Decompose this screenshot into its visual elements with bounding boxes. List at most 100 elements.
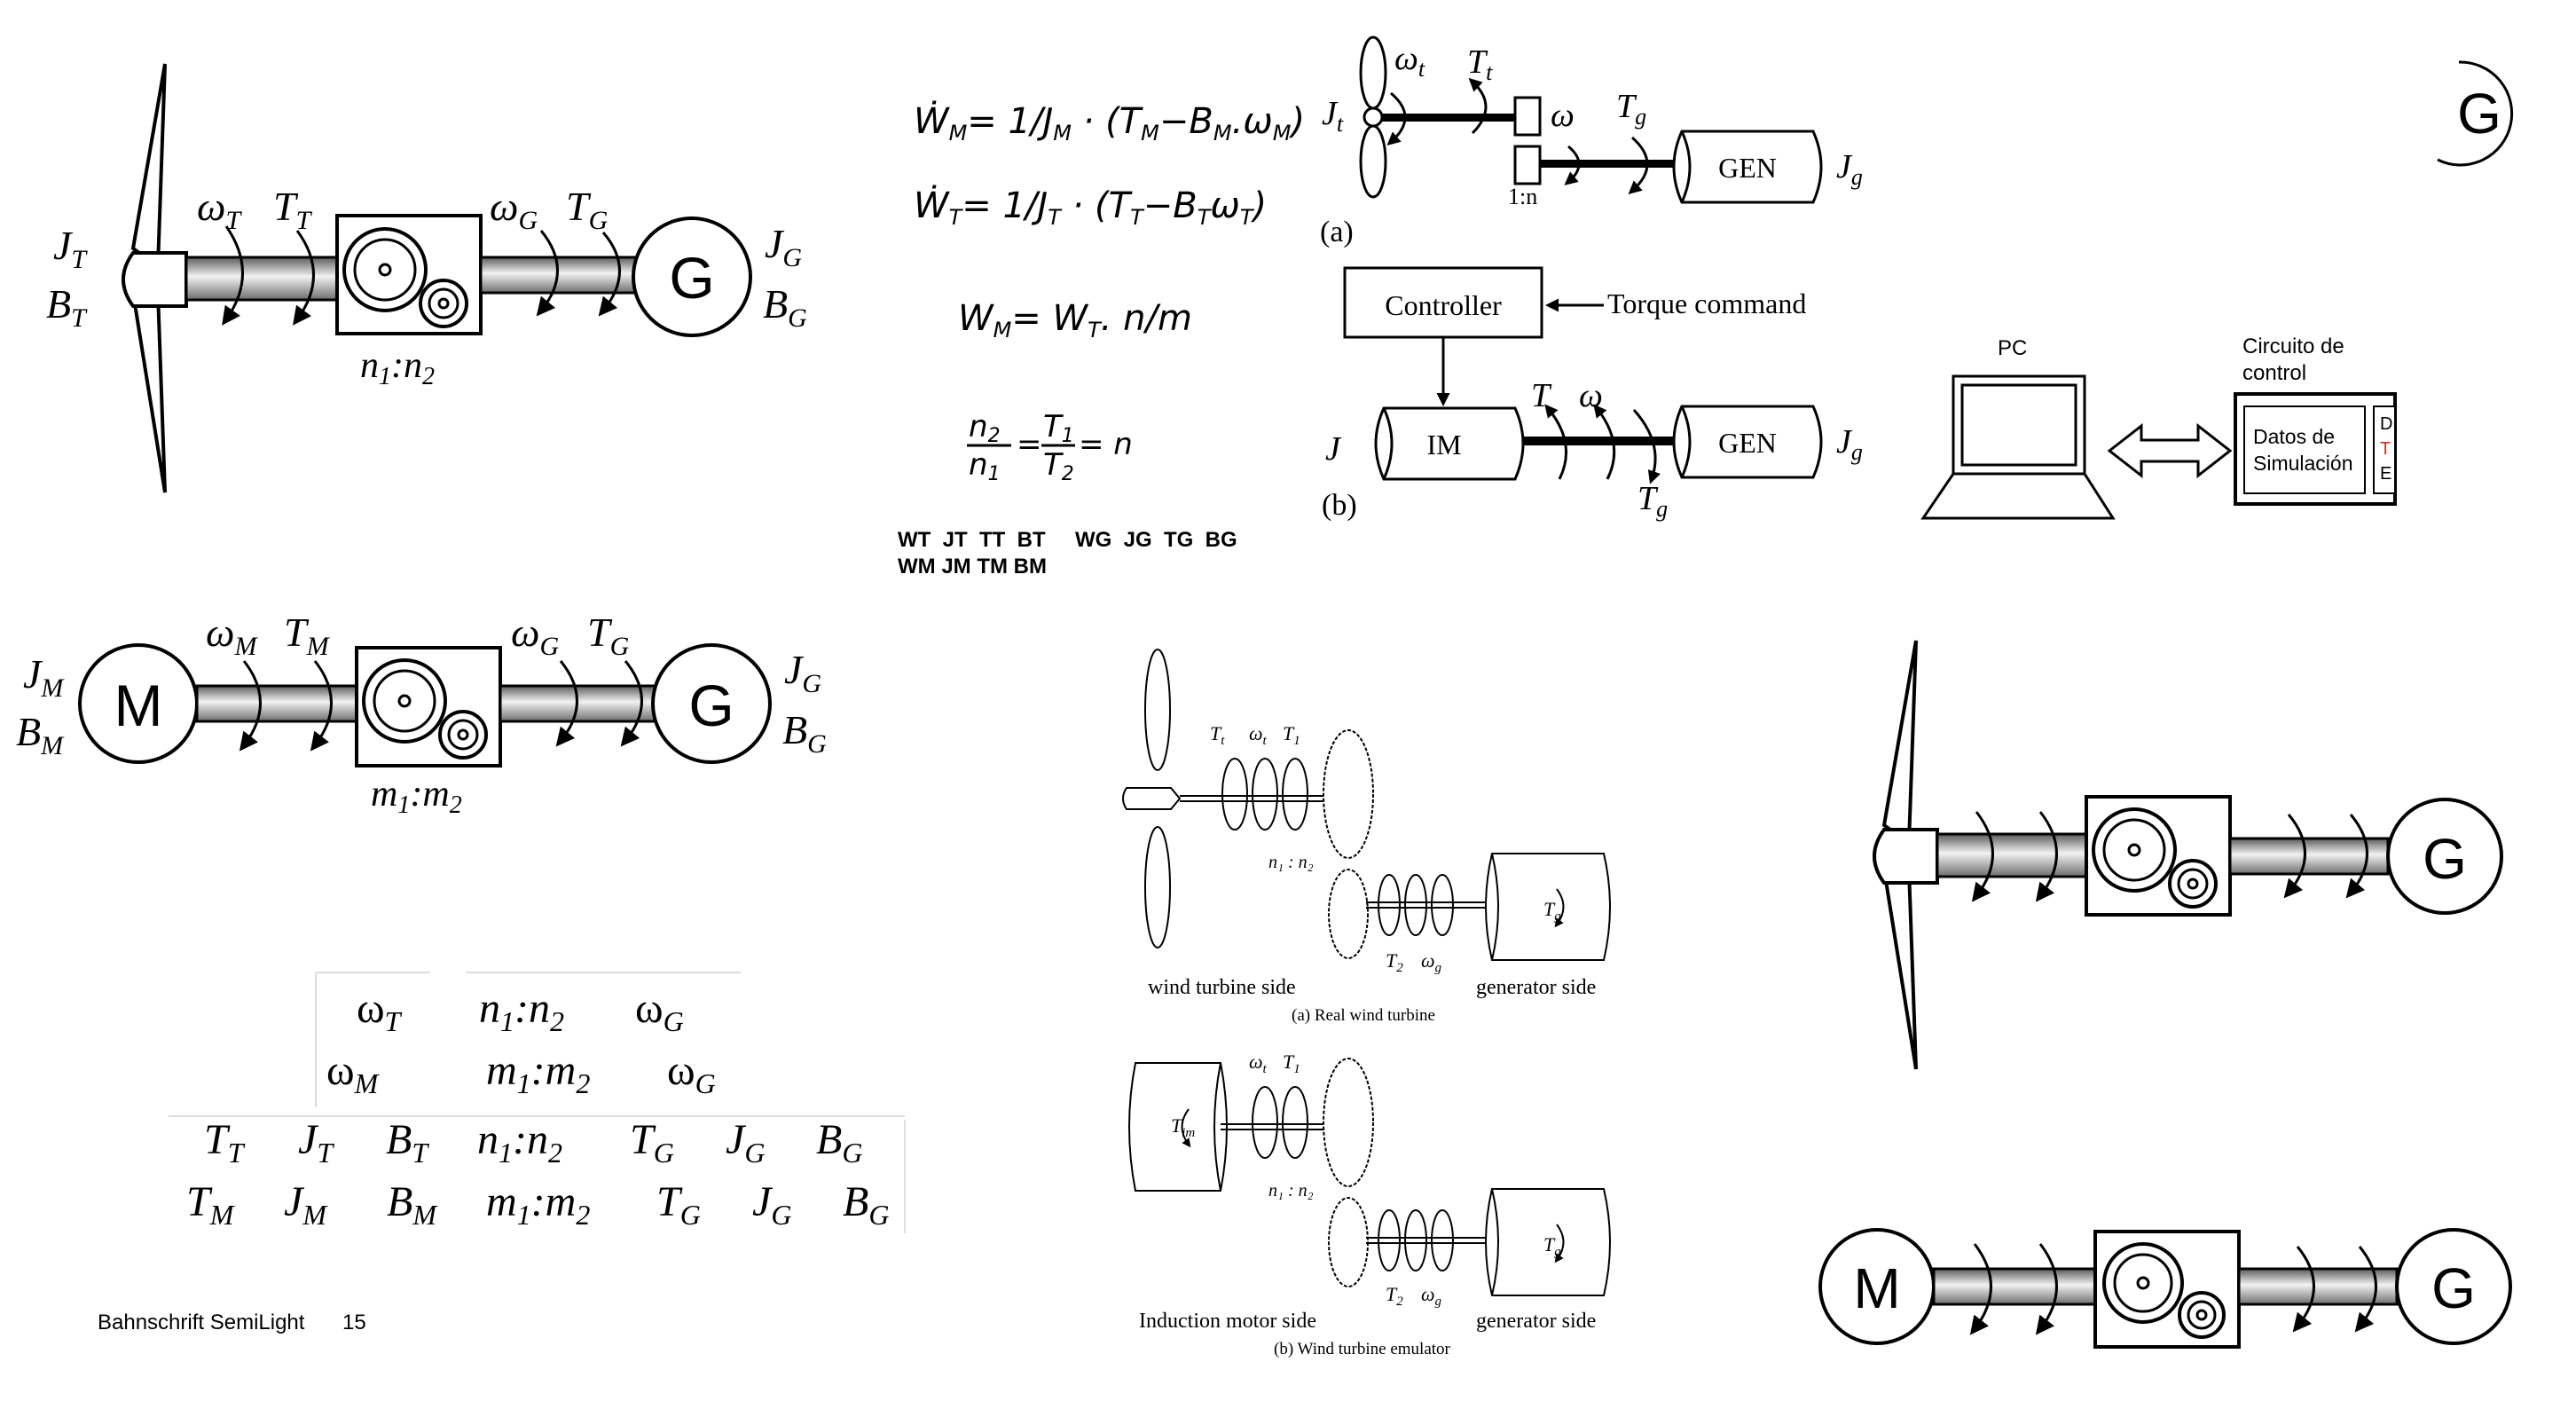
svg-text:JT: JT [53, 223, 88, 274]
right-motor-diagram: M G [1820, 1230, 2510, 1347]
svg-text:JG: JG [726, 1116, 765, 1169]
svg-text:GEN: GEN [1718, 427, 1777, 459]
svg-text:n1:n2: n1:n2 [479, 985, 564, 1037]
svg-text:BT: BT [46, 281, 88, 333]
svg-text:Jt: Jt [1322, 95, 1344, 137]
svg-text:D: D [2380, 414, 2392, 434]
gear-ratio-label: n1:n2 [360, 345, 435, 390]
svg-text:JG: JG [784, 647, 821, 698]
emulator-schematic-b: Controller Torque command IM GEN J T ω J… [1322, 268, 1863, 522]
svg-text:G: G [2457, 82, 2501, 146]
svg-text:ẆT= 1/JT · (TT−BTωT): ẆT= 1/JT · (TT−BTωT) [914, 184, 1267, 230]
svg-text:G: G [2431, 1256, 2476, 1320]
svg-text:n1: n1 [969, 447, 1001, 485]
svg-text:TG: TG [587, 610, 630, 661]
generator-label: G [669, 245, 714, 311]
svg-text:TG: TG [566, 184, 609, 235]
svg-text:Torque command: Torque command [1607, 287, 1806, 319]
gearbox-icon [337, 216, 481, 334]
top-right-generator: G [2438, 62, 2512, 165]
svg-text:ωG: ωG [635, 985, 684, 1037]
svg-text:n1:n2: n1:n2 [477, 1116, 562, 1169]
svg-text:BT: BT [386, 1116, 429, 1169]
wind-emulator-figure-b [1129, 1059, 1610, 1295]
svg-text:T1: T1 [1283, 1051, 1300, 1076]
generator-shaft [481, 257, 639, 293]
pc-block: PC Circuito de control Datos de Simulaci… [1923, 335, 2395, 518]
font-note: Bahnschrift SemiLight [98, 1311, 305, 1334]
svg-text:m1:m2: m1:m2 [486, 1178, 590, 1231]
svg-text:BG: BG [843, 1178, 889, 1231]
svg-text:TM: TM [284, 610, 331, 661]
svg-text:IM: IM [1426, 429, 1461, 460]
turbine-hub-icon [123, 253, 186, 306]
svg-text:n₁ : n₂: n₁ : n₂ [1268, 1181, 1314, 1200]
svg-text:ωg: ωg [1421, 1283, 1442, 1309]
svg-text:(b): (b) [1322, 489, 1357, 522]
motor-diagram: M G JM BM ωM TM ωG TG m1:m2 JG BG [16, 610, 827, 819]
gearbox-icon [2086, 797, 2230, 915]
svg-text:T1: T1 [1283, 722, 1300, 748]
emulator-schematic-a: GEN Jt ωt Tt ω Tg 1:n Jg (a) [1320, 37, 1863, 248]
svg-text:M: M [1853, 1256, 1900, 1320]
svg-text:(b) Wind turbine emulator: (b) Wind turbine emulator [1274, 1340, 1451, 1358]
svg-text:TT: TT [204, 1116, 246, 1169]
svg-text:n2: n2 [969, 409, 1001, 447]
laptop-icon [1923, 376, 2113, 518]
svg-text:ωG: ωG [490, 184, 538, 235]
svg-text:GEN: GEN [1718, 152, 1777, 184]
svg-text:ωG: ωG [511, 610, 559, 661]
svg-text:ωT: ωT [357, 985, 403, 1037]
handwritten-equations: ẆM= 1/JM · (TM−BM.ωM) ẆT= 1/JT · (TT−BTω… [914, 99, 1305, 485]
variable-list-2: WM JM TM BM [898, 555, 1047, 579]
svg-text:Tt: Tt [1467, 43, 1493, 85]
gearbox-icon [357, 648, 500, 766]
svg-text:wind turbine side: wind turbine side [1148, 976, 1296, 999]
bidirectional-arrow-icon [2109, 426, 2230, 476]
svg-text:Simulación: Simulación [2253, 452, 2353, 475]
svg-text:G: G [2423, 827, 2467, 891]
svg-text:ωg: ωg [1421, 949, 1442, 975]
gear-ratio-label: m1:m2 [371, 774, 462, 819]
svg-text:Controller: Controller [1385, 289, 1502, 321]
svg-text:WM= WT. n/m: WM= WT. n/m [958, 298, 1192, 342]
svg-text:= n: = n [1079, 427, 1133, 462]
svg-text:Tg: Tg [1616, 88, 1646, 130]
svg-text:control: control [2242, 361, 2306, 385]
svg-text:BM: BM [387, 1178, 438, 1231]
svg-text:E: E [2380, 464, 2391, 484]
svg-text:Induction motor side: Induction motor side [1139, 1310, 1316, 1333]
svg-text:BG: BG [763, 281, 807, 333]
svg-text:1:n: 1:n [1508, 184, 1537, 209]
turbine-diagram-top: G JT BT ωT TT ωG TG n1:n2 JG BG [46, 64, 807, 492]
svg-text:TM: TM [186, 1178, 236, 1231]
simulation-data-box [2244, 406, 2365, 493]
svg-text:Jg: Jg [1836, 423, 1863, 465]
svg-text:JG: JG [765, 221, 802, 272]
svg-text:BG: BG [816, 1116, 862, 1169]
generator-shaft [500, 686, 658, 721]
svg-text:TG: TG [630, 1116, 674, 1169]
svg-text:T2: T2 [1386, 949, 1403, 975]
svg-text:JT: JT [298, 1116, 334, 1169]
svg-text:generator side: generator side [1476, 1310, 1596, 1333]
blade-icon [1361, 37, 1386, 108]
svg-text:BG: BG [782, 707, 827, 759]
turbine-hub-icon [1874, 830, 1937, 883]
svg-text:T: T [1531, 377, 1552, 414]
generator-label: G [688, 673, 734, 738]
svg-text:Datos de: Datos de [2253, 425, 2335, 448]
svg-text:(a): (a) [1320, 216, 1354, 248]
svg-text:TT: TT [273, 184, 313, 235]
svg-text:ωt: ωt [1249, 1051, 1268, 1076]
svg-text:ω: ω [1579, 377, 1603, 414]
svg-text:generator side: generator side [1476, 976, 1596, 999]
svg-text:ωT: ωT [197, 184, 242, 235]
svg-text:J: J [1325, 430, 1342, 468]
svg-text:ωM: ωM [206, 610, 258, 661]
svg-text:T: T [2380, 439, 2391, 459]
svg-text:T1: T1 [1043, 409, 1074, 447]
size-note: 15 [342, 1311, 366, 1334]
svg-text:ω: ω [1551, 97, 1575, 134]
svg-text:ωG: ωG [667, 1047, 716, 1099]
